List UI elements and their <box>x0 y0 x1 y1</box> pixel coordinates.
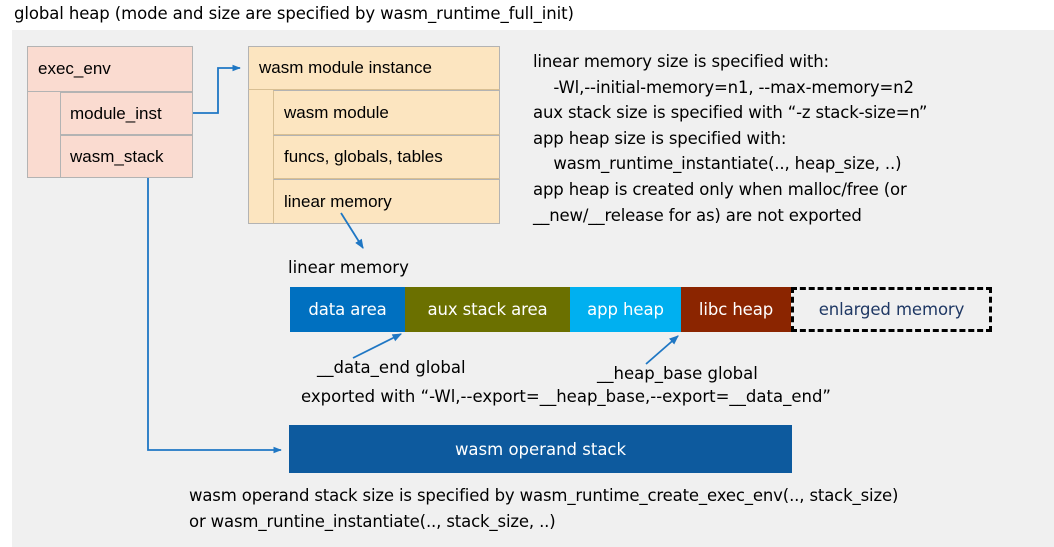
module-instance-field-linear-memory-cell <box>273 179 500 224</box>
exec-env-field-wasm-stack-label: wasm_stack <box>70 146 164 166</box>
module-instance-header-label: wasm module instance <box>259 58 432 77</box>
memory-config-note: linear memory size is specified with: -W… <box>533 52 928 225</box>
memory-segment-enlarged-memory: enlarged memory <box>791 287 992 332</box>
module-instance-header-cell <box>248 46 500 90</box>
module-instance-field-funcs-cell <box>273 135 500 179</box>
callout-heap-base-label: __heap_base global <box>597 364 758 383</box>
module-instance-field-funcs-label: funcs, globals, tables <box>284 147 443 166</box>
memory-segment-app-heap: app heap <box>570 287 681 332</box>
module-instance-field-wasm-module-cell <box>273 90 500 135</box>
operand-stack-note: wasm operand stack size is specified by … <box>189 486 899 531</box>
exec-env-header-label: exec_env <box>38 59 111 78</box>
exec-env-header-cell <box>27 46 193 92</box>
memory-segment-data-area: data area <box>290 287 405 332</box>
callout-data-end-label: __data_end global <box>317 358 466 377</box>
module-instance-field-wasm-module-label: wasm module <box>284 102 389 122</box>
linear-memory-caption: linear memory <box>288 258 409 277</box>
exec-env-field-wasm-stack-cell <box>60 135 193 178</box>
callout-exported-note: exported with “-Wl,--export=__heap_base,… <box>301 387 831 406</box>
memory-segment-aux-stack-area: aux stack area <box>405 287 570 332</box>
exec-env-field-module-inst-cell <box>60 92 193 135</box>
diagram-title: global heap (mode and size are specified… <box>14 4 574 23</box>
wasm-operand-stack-box: wasm operand stack <box>289 425 792 473</box>
linear-memory-bar: data area aux stack area app heap libc h… <box>290 287 992 332</box>
exec-env-field-module-inst-label: module_inst <box>70 103 162 123</box>
module-instance-field-linear-memory-label: linear memory <box>284 191 392 211</box>
memory-segment-libc-heap: libc heap <box>681 287 791 332</box>
